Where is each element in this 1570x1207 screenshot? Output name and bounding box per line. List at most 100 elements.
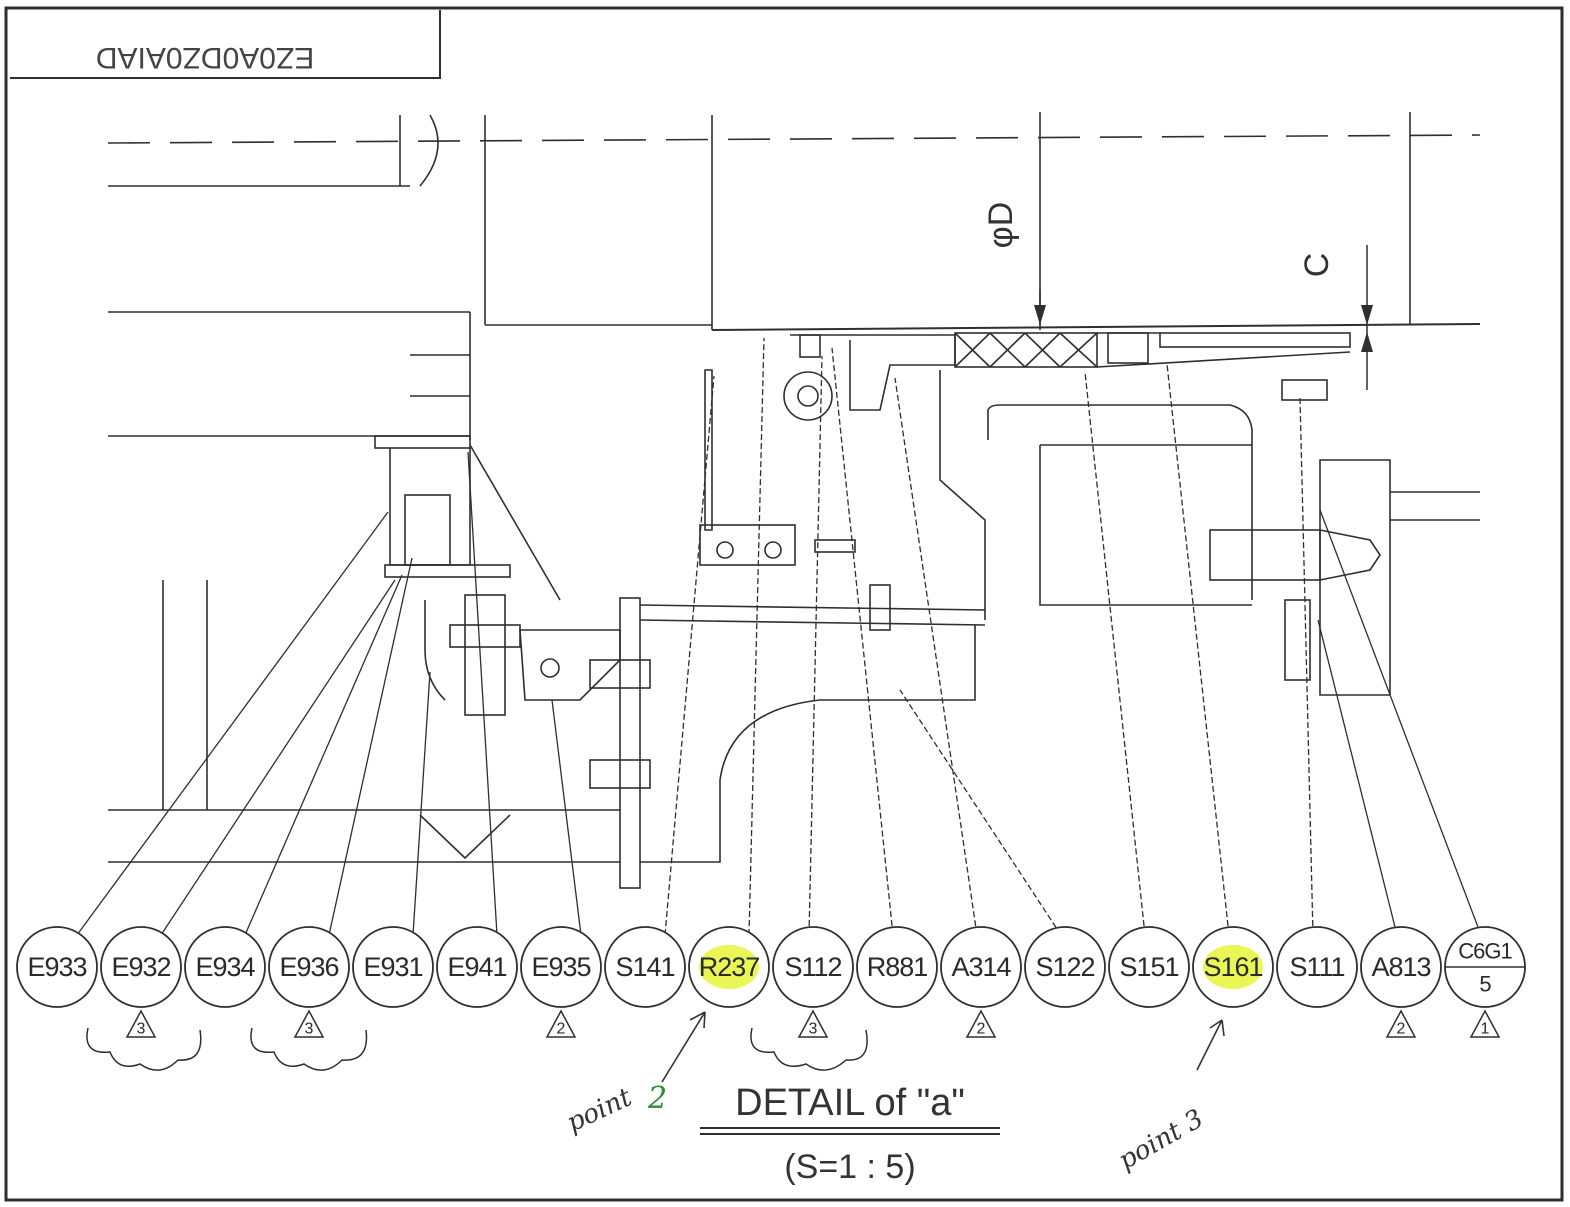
balloon-circle — [16, 926, 98, 1008]
leader-line-s151 — [1084, 371, 1146, 936]
balloon-circle — [604, 926, 686, 1008]
balloon-label: S141 — [615, 952, 674, 982]
revision-triangle — [293, 1009, 325, 1038]
balloon-label: E941 — [447, 952, 506, 982]
balloon-a813: A813 2 — [1360, 926, 1442, 1038]
balloon-circle — [856, 926, 938, 1008]
revision-triangle — [797, 1009, 829, 1038]
balloon-e932: E932 3 — [100, 926, 182, 1038]
balloon-circle — [520, 926, 602, 1008]
leader-line-r237 — [748, 337, 765, 936]
balloon-s161: S161 — [1192, 926, 1274, 1008]
revision-triangle — [965, 1009, 997, 1038]
balloon-circle — [268, 926, 350, 1008]
highlight-mark — [699, 945, 759, 989]
clearance-dim-label: C — [1298, 253, 1336, 278]
leader-line-c6g1 — [1319, 509, 1482, 936]
header-block: EZ0A0DZ0AIAD — [10, 10, 441, 79]
leader-line-a813 — [1317, 619, 1398, 936]
sheet-border — [4, 6, 1564, 1202]
detail-title-main: DETAIL of "a" — [735, 1082, 965, 1124]
dimension-annotations: φD C — [982, 202, 1373, 390]
leader-line-e935 — [551, 699, 582, 936]
balloon-row: E933 E932 3 E934 E936 3 E931 E941 E935 2 S141 R237 S… — [16, 926, 1526, 1038]
leader-line-s161 — [1166, 363, 1230, 936]
leader-line-a314 — [894, 377, 978, 936]
point-2-word: point — [562, 1082, 637, 1138]
leader-line-s141 — [664, 375, 715, 936]
balloon-circle — [940, 926, 1022, 1008]
revision-number: 2 — [977, 1021, 986, 1038]
revision-clouds — [86, 1027, 868, 1071]
revision-triangle — [545, 1009, 577, 1038]
leader-line-s112 — [808, 355, 823, 936]
point-2-number: 2 — [647, 1081, 667, 1116]
revision-number: 1 — [1481, 1021, 1490, 1038]
balloon-c6g1: C6G1 5 1 — [1444, 926, 1526, 1038]
header-partial-text: EZ0A0DZ0AIAD — [96, 41, 314, 74]
detail-title-scale: (S=1 : 5) — [784, 1148, 915, 1186]
leader-line-e934 — [244, 574, 403, 936]
leader-line-s122 — [899, 689, 1062, 936]
balloon-circle — [772, 926, 854, 1008]
balloon-e933: E933 — [16, 926, 98, 1008]
balloon-label: A813 — [1371, 952, 1430, 982]
revision-number: 3 — [305, 1021, 314, 1038]
leader-line-r881 — [831, 347, 894, 936]
balloon-label: R237 — [699, 952, 760, 982]
balloon-label: E934 — [195, 952, 255, 982]
leader-line-e933 — [76, 511, 389, 936]
balloon-e935: E935 2 — [520, 926, 602, 1038]
balloon-label: S151 — [1119, 952, 1178, 982]
balloon-sheet-number: 5 — [1479, 972, 1491, 997]
balloon-r237: R237 — [688, 926, 770, 1008]
balloon-label: S112 — [784, 952, 841, 982]
balloon-s141: S141 — [604, 926, 686, 1008]
leader-lines — [76, 337, 1482, 936]
balloon-circle — [184, 926, 266, 1008]
balloon-label: C6G1 — [1458, 939, 1512, 964]
balloon-label: E933 — [27, 952, 86, 982]
balloon-label: S122 — [1035, 952, 1094, 982]
balloon-e936: E936 3 — [268, 926, 350, 1038]
balloon-circle — [100, 926, 182, 1008]
balloon-r881: R881 — [856, 926, 938, 1008]
balloon-label: E935 — [531, 952, 590, 982]
revision-number: 2 — [557, 1021, 566, 1038]
balloon-label: R881 — [867, 952, 928, 982]
leader-line-e936 — [328, 557, 413, 936]
balloon-label: S111 — [1289, 952, 1344, 982]
point-3-label: point 3 — [1114, 1104, 1209, 1176]
point-3-arrow — [1196, 1019, 1225, 1071]
balloon-e941: E941 — [436, 926, 518, 1008]
diameter-dim-label: φD — [982, 202, 1020, 249]
balloon-circle — [1276, 926, 1358, 1008]
detail-title: DETAIL of "a" (S=1 : 5) — [700, 1082, 1000, 1186]
revision-cloud-2 — [250, 1027, 368, 1071]
balloon-label: S161 — [1203, 952, 1262, 982]
balloon-s111: S111 — [1276, 926, 1358, 1008]
balloon-e934: E934 — [184, 926, 266, 1008]
revision-cloud-1 — [86, 1027, 202, 1071]
balloon-circle — [436, 926, 518, 1008]
leader-line-e941 — [467, 451, 498, 936]
balloon-circle — [1360, 926, 1442, 1008]
revision-number: 2 — [1397, 1021, 1406, 1038]
balloon-s151: S151 — [1108, 926, 1190, 1008]
leader-line-s111 — [1299, 397, 1314, 936]
balloon-label: E931 — [363, 952, 422, 982]
revision-number: 3 — [137, 1021, 146, 1038]
revision-cloud-3 — [750, 1027, 868, 1071]
balloon-label: E932 — [111, 952, 170, 982]
balloon-circle — [352, 926, 434, 1008]
point-2-arrow — [661, 1011, 706, 1083]
balloon-circle — [1024, 926, 1106, 1008]
balloon-label: E936 — [279, 952, 338, 982]
balloon-circle — [1108, 926, 1190, 1008]
machine-structure — [107, 112, 1481, 889]
leader-line-e931 — [412, 671, 431, 936]
revision-triangle — [1469, 1009, 1501, 1038]
